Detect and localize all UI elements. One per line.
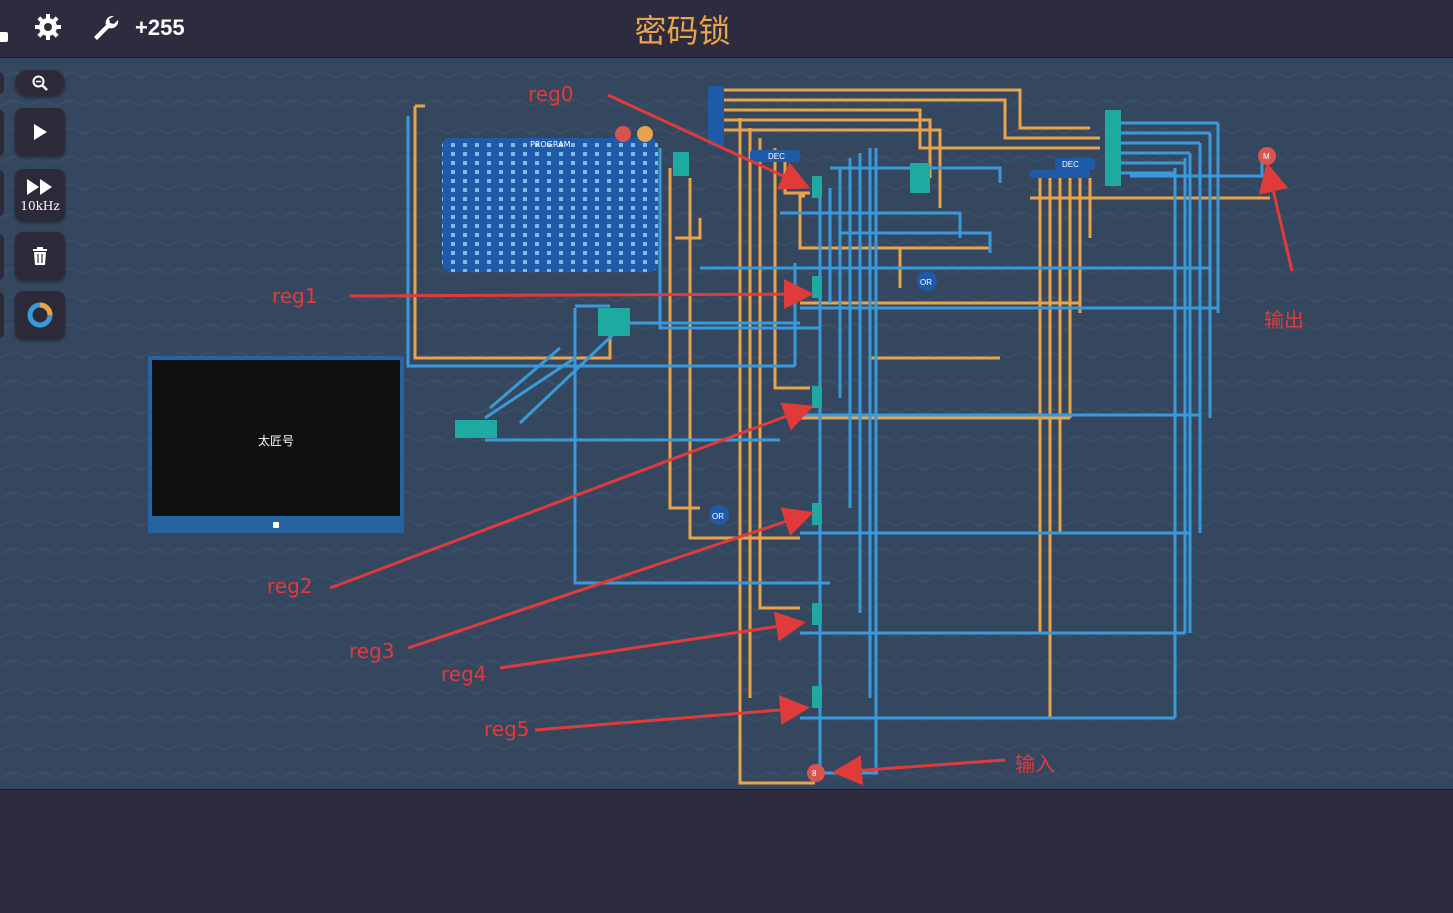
svg-text:M: M (1263, 152, 1270, 161)
label-reg3: reg3 (349, 639, 395, 663)
sidebar-partial (0, 110, 4, 156)
sidebar-partial (0, 234, 4, 280)
sidebar-partial (0, 72, 4, 94)
label-reg4: reg4 (441, 662, 487, 686)
display-monitor[interactable]: 太匠号 (148, 356, 404, 533)
score-counter: +255 (135, 15, 185, 40)
magnifier-icon (32, 75, 48, 91)
bottom-panel (0, 789, 1453, 913)
speed-label: 10kHz (20, 199, 60, 213)
label-reg0: reg0 (528, 82, 574, 106)
gear-icon[interactable] (33, 12, 63, 42)
label-reg1: reg1 (272, 284, 318, 308)
output-pin (1258, 147, 1276, 165)
lock-icon[interactable] (0, 12, 22, 42)
label-reg2: reg2 (267, 574, 313, 598)
svg-text:OR: OR (712, 512, 724, 521)
zoom-button[interactable] (15, 70, 65, 96)
components (455, 110, 1121, 708)
circuit-canvas[interactable]: PROGRAM DEC DEC (0, 58, 1453, 789)
svg-text:DEC: DEC (768, 152, 785, 161)
sidebar-partial (0, 170, 4, 216)
play-button[interactable] (15, 108, 65, 156)
label-reg5: reg5 (484, 717, 530, 741)
wrench-icon[interactable] (90, 12, 120, 42)
svg-text:8: 8 (812, 769, 817, 778)
program-rom: PROGRAM (442, 138, 658, 272)
ring-icon (27, 302, 53, 328)
monitor-text: 太匠号 (257, 434, 294, 448)
program-label: PROGRAM (530, 140, 571, 149)
svg-text:OR: OR (920, 278, 932, 287)
annotation-arrows (329, 93, 1294, 786)
speed-button[interactable]: 10kHz (15, 169, 65, 221)
page-title: 密码锁 (634, 12, 731, 50)
delete-button[interactable] (15, 232, 65, 280)
ring-button[interactable] (15, 291, 65, 339)
monitor-led (273, 522, 279, 528)
input-pin (807, 764, 825, 782)
play-icon (34, 124, 47, 140)
sidebar-partial (0, 292, 4, 338)
top-toolbar: +255 密码锁 (0, 0, 1453, 58)
label-output: 输出 (1264, 308, 1304, 332)
monitor-screen: 太匠号 (152, 360, 400, 516)
rom-delete-icon (615, 126, 631, 142)
trash-icon (33, 247, 47, 265)
fast-forward-icon (27, 179, 52, 195)
rom-edit-icon (637, 126, 653, 142)
svg-text:DEC: DEC (1062, 160, 1079, 169)
label-input: 输入 (1015, 752, 1055, 776)
